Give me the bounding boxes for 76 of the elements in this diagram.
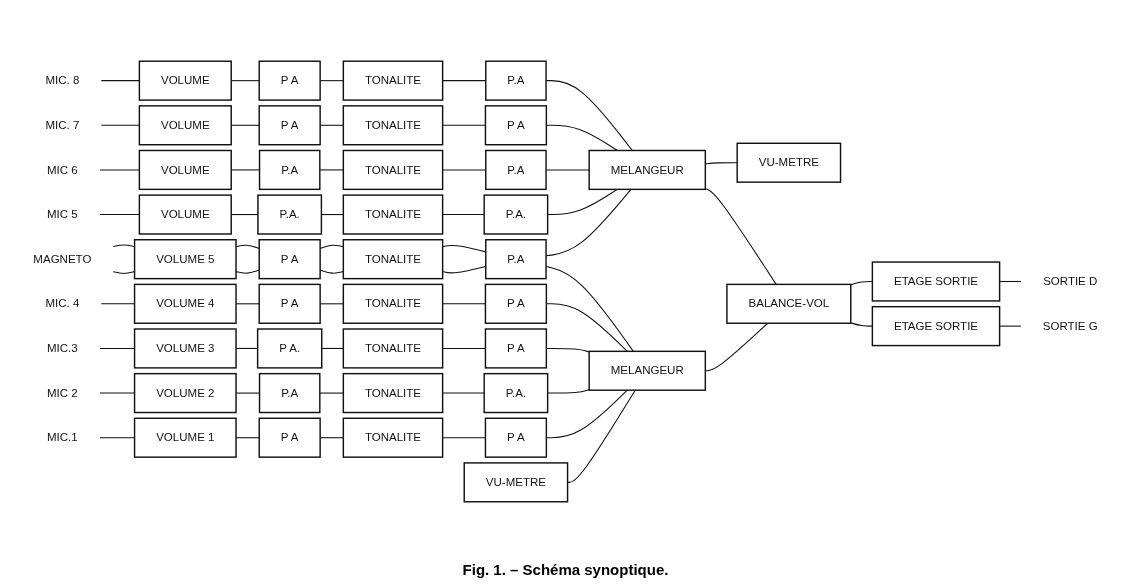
node-box: P A <box>258 239 321 280</box>
node-box: VOLUME <box>138 105 232 146</box>
node-box: VU-METRE <box>463 462 569 503</box>
node-box: VOLUME 2 <box>133 372 237 414</box>
node-box: TONALITE <box>342 60 444 101</box>
node-box: P.A <box>485 239 547 280</box>
node-text: MIC. 8 <box>45 74 80 87</box>
node-box: P A <box>258 60 321 101</box>
connector <box>547 188 618 216</box>
node-box: VOLUME 5 <box>133 239 237 280</box>
node-box: P.A. <box>483 194 549 235</box>
node-box: P A <box>484 328 548 369</box>
node-box: P A <box>484 105 548 146</box>
node-box: VOLUME 1 <box>133 417 237 458</box>
connector <box>98 169 140 171</box>
connector <box>100 80 140 82</box>
connector <box>442 124 486 126</box>
node-text: MIC.3 <box>47 341 78 355</box>
node-text: MIC 5 <box>47 208 78 221</box>
node-box: TONALITE <box>342 194 444 235</box>
node-text: MIC.1 <box>47 431 78 444</box>
connector <box>850 280 873 286</box>
connector <box>999 325 1022 327</box>
node-box: TONALITE <box>342 372 444 414</box>
node-box: P A <box>258 105 321 146</box>
node-box: P.A <box>485 149 547 191</box>
connector <box>442 347 486 349</box>
connector <box>999 280 1023 283</box>
connector <box>100 124 140 126</box>
node-text: SORTIE D <box>1043 275 1098 288</box>
node-box: ETAGE SORTIE <box>871 261 1001 302</box>
connector <box>704 188 777 285</box>
node-box: P A <box>484 417 548 458</box>
node-text: MIC 2 <box>47 386 78 399</box>
connector <box>321 347 344 349</box>
node-box: P.A <box>485 60 547 101</box>
figure-caption: Fig. 1. – Schéma synoptique. <box>462 561 669 578</box>
connector <box>319 169 344 171</box>
node-box: VOLUME <box>138 60 232 101</box>
node-box: VOLUME <box>138 194 232 235</box>
node-box: BALANCE-VOL <box>726 283 852 324</box>
node-box: TONALITE <box>342 283 444 324</box>
connector <box>850 322 873 327</box>
node-box: P.A <box>258 149 321 191</box>
node-box: MELANGEUR <box>588 350 707 391</box>
node-box: P A. <box>256 328 323 369</box>
node-box: TONALITE <box>342 417 444 458</box>
node-box: VOLUME 3 <box>133 328 237 369</box>
node-box: TONALITE <box>342 105 444 146</box>
node-text: MAGNETO <box>33 252 92 265</box>
connector <box>442 392 485 394</box>
node-box: VOLUME 4 <box>133 283 237 324</box>
node-text: SORTIE G <box>1042 319 1098 332</box>
connector <box>442 303 486 305</box>
connector <box>547 389 590 394</box>
node-box: P.A <box>258 372 321 414</box>
node-box: P.A. <box>483 372 549 414</box>
connector <box>98 214 140 216</box>
node-box: P A <box>258 417 321 458</box>
connector <box>442 437 486 439</box>
node-box: TONALITE <box>342 328 444 369</box>
connector <box>567 389 636 483</box>
node-box: VOLUME <box>138 149 232 191</box>
node-box: P A <box>258 283 321 324</box>
node-box: TONALITE <box>342 239 444 280</box>
connector <box>319 392 344 394</box>
node-box: P A <box>484 283 548 324</box>
node-box: MELANGEUR <box>588 149 707 191</box>
node-text: MIC 6 <box>47 163 78 176</box>
node-text: MIC. 7 <box>45 118 80 132</box>
node-text: MIC. 4 <box>45 297 80 310</box>
node-box: ETAGE SORTIE <box>871 305 1001 347</box>
connector <box>442 214 485 216</box>
node-box: TONALITE <box>342 149 444 191</box>
node-box: VU-METRE <box>736 142 842 183</box>
node-box: P.A. <box>257 194 323 235</box>
